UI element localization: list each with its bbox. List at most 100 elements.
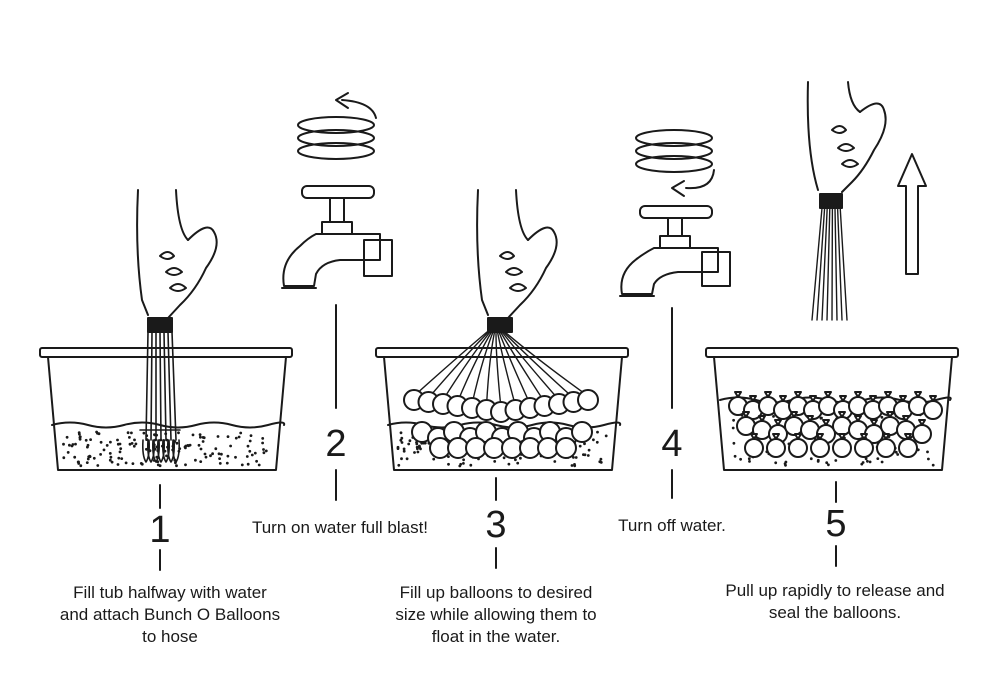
water-dot <box>229 444 233 448</box>
water-dot <box>139 462 143 465</box>
water-dot <box>253 451 257 455</box>
water-dot <box>128 442 132 446</box>
up-arrow-icon <box>897 153 927 275</box>
water-dot <box>124 461 128 465</box>
water-dot <box>117 456 121 460</box>
water-dot <box>76 460 80 464</box>
tubes-3 <box>413 331 589 409</box>
step-2-number: 2 <box>325 423 347 465</box>
water-dot <box>96 464 100 467</box>
tube <box>471 331 494 405</box>
tube <box>834 207 838 321</box>
balloon-knot <box>764 391 772 398</box>
water-dot <box>257 463 261 467</box>
balloon-knot <box>838 411 846 418</box>
tube-tip <box>147 439 155 463</box>
water-dot <box>88 454 92 458</box>
tube <box>826 207 831 321</box>
balloon-knot <box>794 391 802 398</box>
water-dot <box>84 438 88 442</box>
water-dot <box>578 444 582 448</box>
balloon-knot <box>882 433 890 440</box>
balloon-knot <box>772 433 780 440</box>
water-dot <box>214 447 218 451</box>
water-dot <box>416 450 420 454</box>
water-dot <box>819 416 823 420</box>
tube <box>167 331 172 441</box>
water-dot <box>866 459 869 463</box>
water-dot <box>604 434 608 438</box>
balloon <box>832 438 852 458</box>
balloon-knot <box>929 395 937 402</box>
water-dot <box>399 431 403 435</box>
balloon-knot <box>854 391 862 398</box>
faucet-4-icon <box>619 205 731 297</box>
water-dot <box>120 457 124 460</box>
tube <box>502 331 575 399</box>
step-1-illustration <box>39 189 293 471</box>
water-dot <box>132 444 136 448</box>
tube <box>504 331 589 397</box>
water-dot <box>142 431 146 435</box>
balloon <box>810 438 830 458</box>
water-dot <box>447 455 450 458</box>
balloon-knot <box>750 433 758 440</box>
balloon <box>555 437 577 459</box>
tube <box>816 207 826 321</box>
water-dot <box>896 453 900 456</box>
water-dot <box>126 431 130 435</box>
balloon-knot <box>854 415 862 422</box>
water-dot <box>202 436 206 440</box>
water-dot <box>516 461 520 465</box>
water-dot <box>130 431 133 435</box>
balloon-knot <box>869 395 877 402</box>
water-dot <box>739 457 742 461</box>
step-3-number: 3 <box>485 504 507 546</box>
water-dot <box>507 462 511 466</box>
step-4-number: 4 <box>661 423 683 465</box>
balloon-knot <box>806 415 814 422</box>
water-dot <box>261 441 264 445</box>
water-dot <box>245 455 249 458</box>
water-dot <box>250 453 254 457</box>
balloon <box>571 421 593 443</box>
water-dot <box>733 454 737 458</box>
tube <box>498 331 531 405</box>
water-dot <box>514 458 517 462</box>
water-dot <box>747 457 751 461</box>
water-dot <box>218 457 222 460</box>
balloon <box>766 438 786 458</box>
water-dot <box>595 440 599 444</box>
water-dot <box>79 464 83 468</box>
water-dot <box>118 450 122 454</box>
water-dot <box>65 435 69 439</box>
step-1-number: 1 <box>149 509 171 551</box>
water-dot <box>99 440 103 444</box>
water-dot <box>131 462 135 465</box>
balloon-knot <box>734 391 742 398</box>
tube <box>496 331 517 407</box>
balloon-knot <box>884 391 892 398</box>
step-4-caption: Turn off water. <box>618 516 726 535</box>
tube-tip <box>167 439 175 463</box>
balloon-knot <box>824 391 832 398</box>
tube <box>501 331 560 401</box>
water-dot <box>596 430 599 434</box>
water-dot <box>400 436 404 440</box>
water-dot <box>220 452 223 456</box>
water-dot <box>462 458 465 462</box>
water-dot <box>880 460 884 464</box>
water-dot <box>109 440 112 444</box>
water-dot <box>234 455 237 459</box>
water-dot <box>748 460 751 463</box>
tube-tip <box>152 439 160 463</box>
tube-tip <box>172 439 180 463</box>
step-5-illustration <box>705 81 959 471</box>
water-dot <box>92 456 96 460</box>
water-dot <box>599 457 603 461</box>
hand-1-icon <box>136 189 218 333</box>
balloon-knot <box>902 415 910 422</box>
water-dot <box>226 435 230 438</box>
tube <box>839 207 848 321</box>
